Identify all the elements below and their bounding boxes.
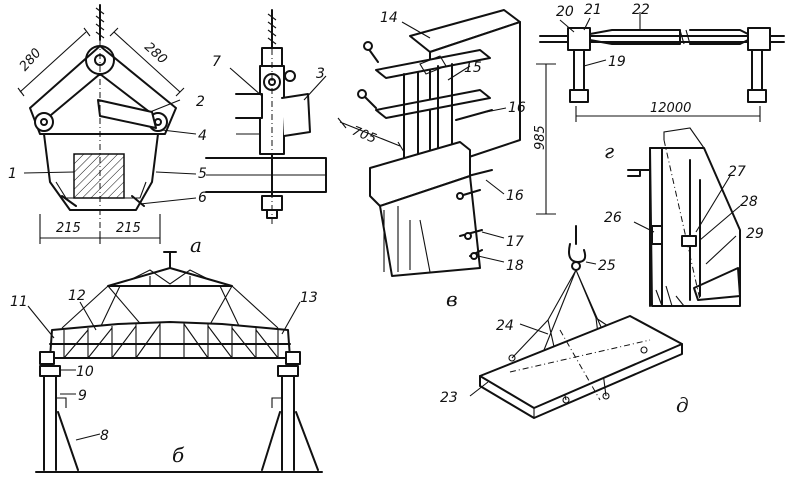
callout-1: 1: [8, 166, 17, 182]
callout-12: 12: [68, 288, 86, 304]
figure-a-side-view: 7 3: [205, 9, 327, 224]
callout-14: 14: [380, 10, 398, 26]
callout-2: 2: [196, 94, 205, 110]
dim-705: 705: [350, 124, 379, 147]
dim-985: 985: [533, 125, 548, 150]
dim-280-left: 280: [17, 46, 45, 74]
callout-24: 24: [496, 318, 514, 334]
callout-23: 23: [440, 390, 458, 406]
callout-10: 10: [76, 364, 94, 380]
callout-4: 4: [198, 128, 207, 144]
dim-12000: 12000: [650, 101, 691, 116]
callout-3: 3: [316, 66, 325, 82]
callout-9: 9: [78, 388, 87, 404]
dim-215-left: 215: [56, 221, 81, 236]
subfigure-label-a: а: [190, 233, 202, 257]
figure-b-truss: 11 12 13 10 9 8 б: [10, 251, 323, 473]
subfigure-label-b: б: [172, 443, 185, 467]
callout-16b: 16: [506, 188, 524, 204]
callout-6: 6: [198, 190, 207, 206]
callout-11: 11: [10, 294, 28, 310]
callout-20: 20: [556, 4, 574, 20]
callout-22: 22: [632, 2, 650, 18]
subfigure-label-v: в: [446, 287, 458, 311]
callout-29: 29: [746, 226, 764, 242]
callout-7: 7: [212, 54, 221, 70]
callout-26: 26: [604, 210, 622, 226]
subfigure-label-g: г: [604, 139, 614, 163]
callout-18: 18: [506, 258, 524, 274]
callout-5: 5: [198, 166, 207, 182]
figure-d-slab-lift: 24 25 23 д 27 28 29 26: [440, 127, 764, 419]
figure-a-gripper: 280 280 215 215 1 2 4 5 6 а: [8, 4, 207, 257]
dim-280-right: 280: [141, 40, 169, 68]
callout-25: 25: [598, 258, 616, 274]
callout-15: 15: [464, 60, 482, 76]
subfigure-label-d: д: [676, 393, 689, 417]
callout-27: 27: [728, 164, 746, 180]
figure-g-beam-span: 12000 20 21 22 19 г: [539, 2, 785, 163]
callout-16a: 16: [508, 100, 526, 116]
callout-8: 8: [100, 428, 109, 444]
callout-19: 19: [608, 54, 626, 70]
callout-21: 21: [584, 2, 602, 18]
callout-17: 17: [506, 234, 524, 250]
figure-v-column-frame: 705 985 14 15 16 16 17 18 в: [337, 9, 556, 311]
callout-28: 28: [740, 194, 758, 210]
callout-13: 13: [300, 290, 318, 306]
dim-215-right: 215: [116, 221, 141, 236]
